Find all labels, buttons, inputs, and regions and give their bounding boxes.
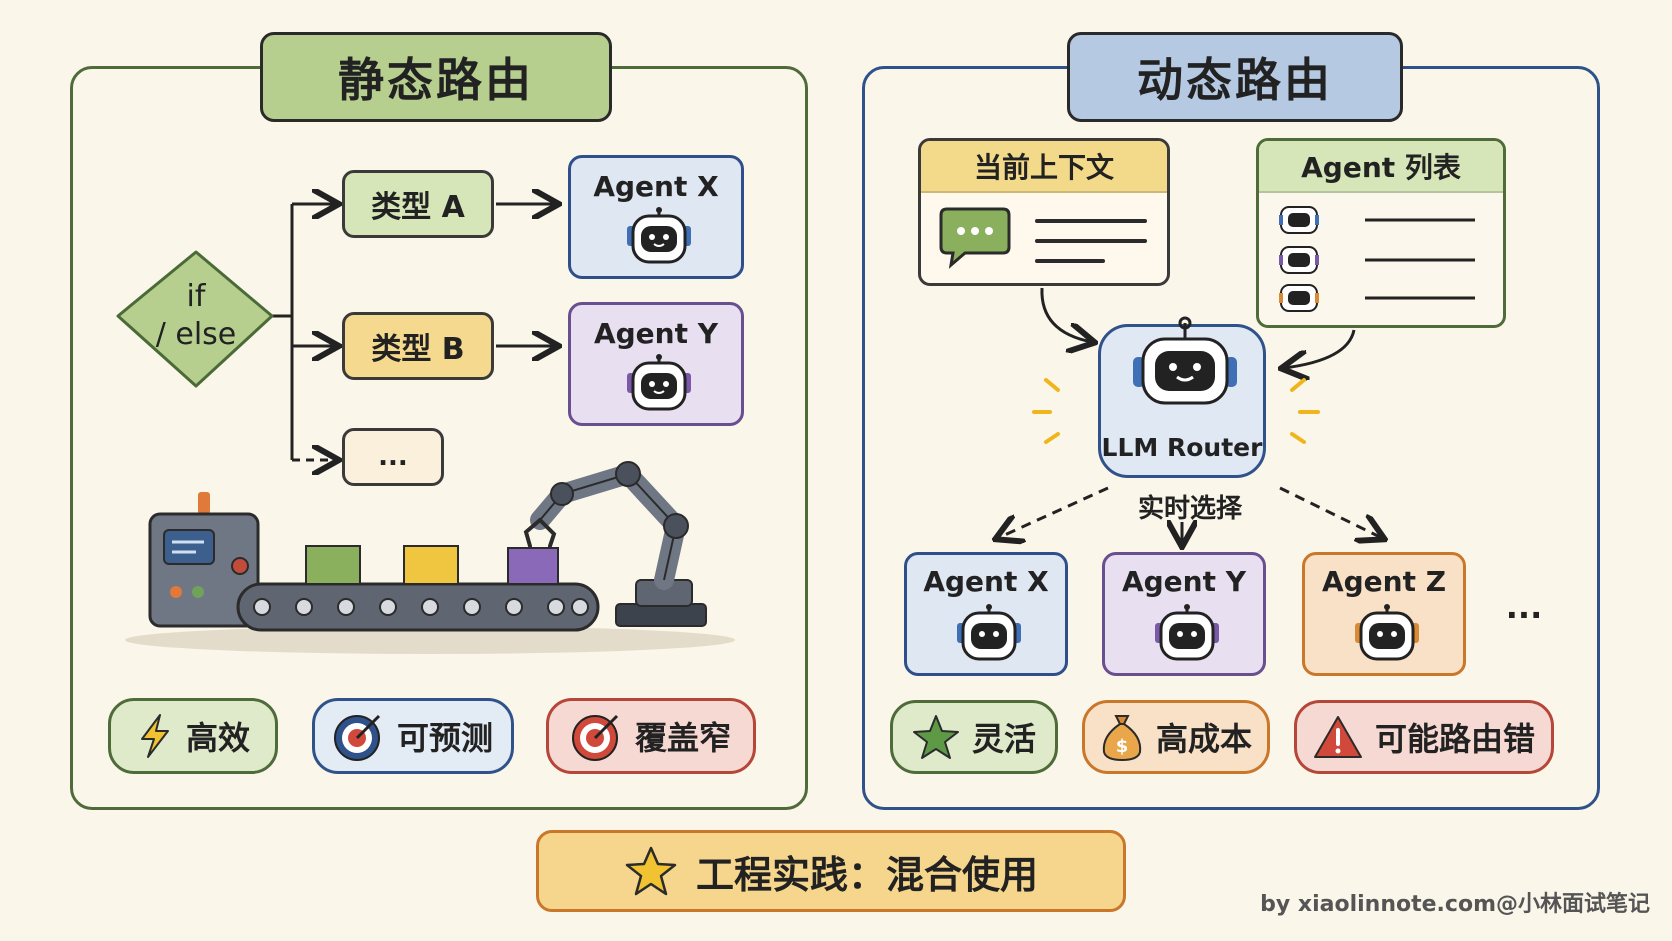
pill-label: 覆盖窄 xyxy=(634,719,731,757)
dynamic-agent-z-card: Agent Z xyxy=(1302,552,1466,676)
star-icon xyxy=(912,715,959,759)
type-a-box: 类型 A xyxy=(342,170,494,238)
pill-label: 可能路由错 xyxy=(1374,720,1535,758)
agent-label: Agent X xyxy=(923,565,1049,598)
context-card: 当前上下文 xyxy=(918,138,1170,286)
robot-icon xyxy=(627,354,691,411)
robot-icon xyxy=(1355,604,1419,661)
agent-list-card: Agent 列表 xyxy=(1256,138,1506,328)
pill-efficient: 高效 xyxy=(108,698,278,774)
text-line xyxy=(1035,239,1147,243)
pill-predictable: 可预测 xyxy=(312,698,514,774)
warning-icon xyxy=(1313,716,1362,758)
footer-practice-banner: 工程实践：混合使用 xyxy=(536,830,1126,912)
pill-narrow-coverage: 覆盖窄 xyxy=(546,698,756,774)
target-miss-icon xyxy=(571,714,619,761)
chat-bubble-icon xyxy=(939,207,1011,269)
static-routing-title: 静态路由 xyxy=(260,32,612,122)
robot-icon xyxy=(627,207,691,264)
agent-label: Agent Y xyxy=(1121,565,1247,598)
pill-high-cost: $ 高成本 xyxy=(1082,700,1270,774)
robot-icon xyxy=(1133,316,1237,405)
static-agent-y-card: Agent Y xyxy=(568,302,744,426)
dynamic-routing-title: 动态路由 xyxy=(1067,32,1403,122)
pill-label: 可预测 xyxy=(396,719,493,757)
decision-label: if / else xyxy=(140,278,252,354)
robot-icon xyxy=(1155,604,1219,661)
star-icon xyxy=(625,846,677,896)
type-more-box: ... xyxy=(342,428,444,486)
context-card-title: 当前上下文 xyxy=(921,141,1167,193)
target-icon xyxy=(333,714,381,761)
svg-text:$: $ xyxy=(1116,736,1129,757)
dynamic-agent-y-card: Agent Y xyxy=(1102,552,1266,676)
type-b-box: 类型 B xyxy=(342,312,494,380)
router-label: LLM Router xyxy=(1101,433,1263,462)
footer-practice-text: 工程实践：混合使用 xyxy=(695,852,1038,897)
agent-list-title: Agent 列表 xyxy=(1259,141,1503,193)
robot-icon xyxy=(957,604,1021,661)
credit-text: by xiaolinnote.com@小林面试笔记 xyxy=(1260,892,1650,917)
pill-misroute: 可能路由错 xyxy=(1294,700,1554,774)
pill-flexible: 灵活 xyxy=(890,700,1058,774)
decision-else: / else xyxy=(155,317,237,352)
decision-if: if xyxy=(186,279,206,314)
llm-router-node: LLM Router xyxy=(1098,316,1266,478)
text-line xyxy=(1035,219,1147,223)
static-agent-x-card: Agent X xyxy=(568,155,744,279)
lightning-icon xyxy=(140,714,169,758)
agent-list-items xyxy=(1279,206,1475,312)
agent-label: Agent X xyxy=(593,170,719,203)
realtime-select-label: 实时选择 xyxy=(1137,494,1242,524)
more-agents-ellipsis: ... xyxy=(1505,588,1543,626)
agent-label: Agent Z xyxy=(1321,565,1447,598)
text-line xyxy=(1035,259,1105,263)
agent-label: Agent Y xyxy=(593,317,719,350)
pill-label: 高成本 xyxy=(1155,720,1252,758)
pill-label: 灵活 xyxy=(971,720,1036,758)
dynamic-agent-x-card: Agent X xyxy=(904,552,1068,676)
money-bag-icon: $ xyxy=(1102,715,1142,762)
pill-label: 高效 xyxy=(185,719,250,757)
